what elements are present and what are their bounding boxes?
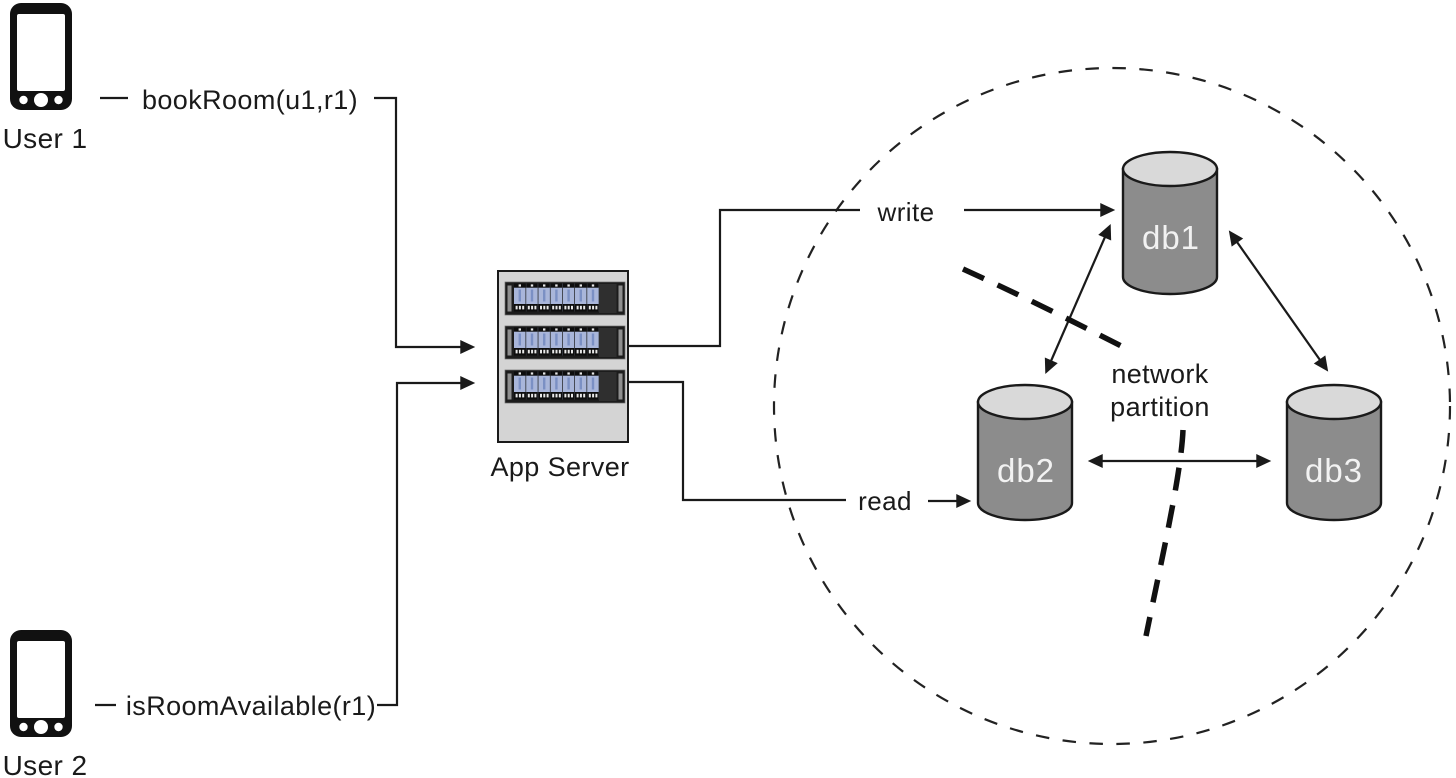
server-rack-unit bbox=[505, 370, 625, 403]
db3-body bbox=[1285, 400, 1383, 522]
read-connector-line bbox=[628, 380, 846, 502]
network-partition-label-line1: network bbox=[1111, 359, 1208, 389]
db1-top bbox=[1121, 150, 1219, 188]
network-partition-line-lower bbox=[1143, 429, 1186, 637]
db1-body bbox=[1121, 167, 1219, 296]
user-1-request-line bbox=[374, 96, 476, 355]
db2-top bbox=[976, 383, 1074, 421]
db1-db2-replication-arrow bbox=[1044, 223, 1112, 375]
app-server-label: App Server bbox=[490, 452, 629, 482]
db1-cylinder: db1 bbox=[1121, 150, 1219, 296]
user-1-label: User 1 bbox=[3, 123, 88, 154]
smartphone-icon bbox=[10, 630, 72, 737]
network-partition-line-upper bbox=[961, 266, 1133, 354]
user-2-label: User 2 bbox=[3, 750, 88, 778]
server-rack-unit bbox=[505, 326, 625, 359]
db1-label: db1 bbox=[1142, 219, 1200, 256]
app-server-group: App Server bbox=[490, 270, 629, 482]
write-label: write bbox=[877, 197, 935, 227]
write-connector-line bbox=[628, 208, 860, 348]
db1-db3-replication-arrow bbox=[1228, 230, 1329, 372]
smartphone-icon bbox=[10, 3, 72, 110]
user-1-group: User 1 bookRoom(u1,r1) bbox=[3, 3, 476, 355]
db2-label: db2 bbox=[997, 452, 1055, 489]
db3-label: db3 bbox=[1305, 452, 1363, 489]
db3-cylinder: db3 bbox=[1285, 383, 1383, 522]
db2-cylinder: db2 bbox=[976, 383, 1074, 522]
user-1-call-label: bookRoom(u1,r1) bbox=[142, 85, 358, 115]
read-label: read bbox=[858, 486, 912, 516]
user-2-call-label: isRoomAvailable(r1) bbox=[126, 691, 376, 721]
server-rack-unit bbox=[505, 282, 625, 315]
user-2-request-line bbox=[377, 375, 476, 707]
read-path-group: read bbox=[628, 380, 972, 516]
network-partition-label-line2: partition bbox=[1110, 392, 1210, 422]
user-2-group: User 2 isRoomAvailable(r1) bbox=[3, 375, 476, 778]
network-partition-label: network partition bbox=[1110, 359, 1210, 422]
write-path-group: write bbox=[628, 197, 1116, 348]
db-cluster-boundary-circle bbox=[772, 66, 1452, 746]
db3-top bbox=[1285, 383, 1383, 421]
db2-body bbox=[976, 400, 1074, 522]
